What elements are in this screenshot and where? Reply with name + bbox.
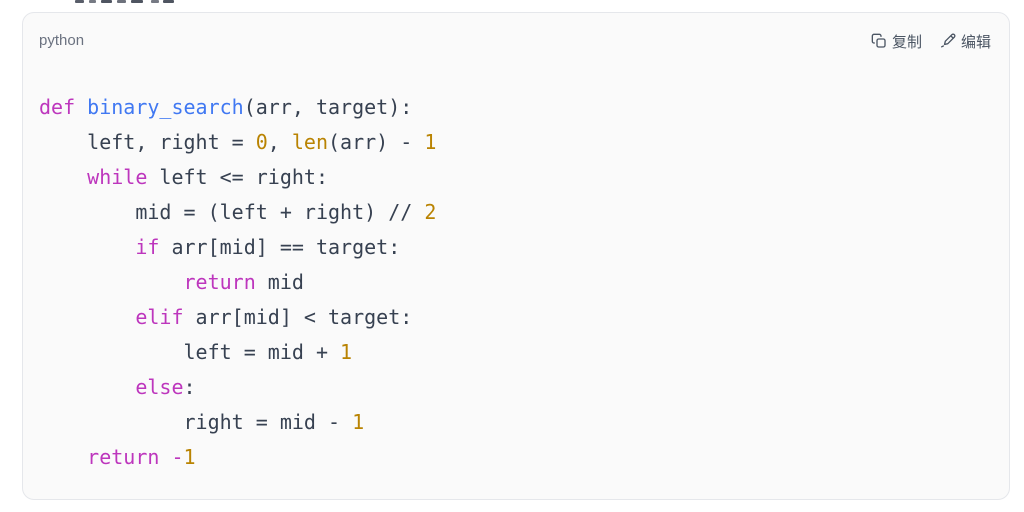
clipped-text-fragment xyxy=(75,0,195,4)
code-line: right = mid - 1 xyxy=(39,410,365,434)
code-line: mid = (left + right) // 2 xyxy=(39,200,437,224)
edit-button[interactable]: 编辑 xyxy=(940,31,991,52)
code-line: elif arr[mid] < target: xyxy=(135,305,413,329)
code-actions: 复制 编辑 xyxy=(871,31,991,52)
code-line: left, right = 0, len(arr) - 1 xyxy=(39,130,437,154)
code-line: if arr[mid] == target: xyxy=(135,235,401,259)
copy-button-label: 复制 xyxy=(891,33,922,51)
code-line: return -1 xyxy=(87,445,196,469)
code-content: def binary_search(arr, target): left, ri… xyxy=(23,51,1009,495)
copy-icon xyxy=(871,33,887,49)
code-line: def binary_search(arr, target): xyxy=(39,95,413,119)
edit-button-label: 编辑 xyxy=(960,33,991,51)
edit-icon xyxy=(940,33,956,49)
code-line: while left <= right: xyxy=(87,165,329,189)
code-line: else: xyxy=(135,375,196,399)
code-block-header: python 复制 编 xyxy=(23,13,1009,51)
code-block: python 复制 编 xyxy=(22,12,1010,500)
code-line: left = mid + 1 xyxy=(39,340,353,364)
copy-button[interactable]: 复制 xyxy=(871,31,922,52)
language-label: python xyxy=(39,32,85,49)
code-line: return mid xyxy=(183,270,304,294)
